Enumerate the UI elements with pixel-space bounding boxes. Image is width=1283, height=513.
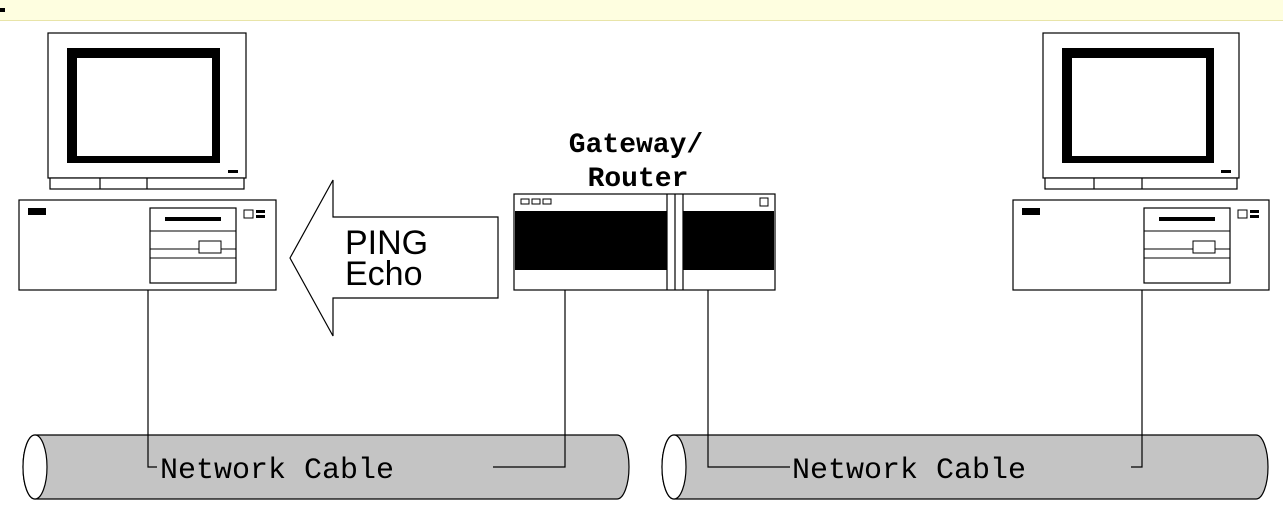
left-computer xyxy=(18,32,277,291)
gateway-label-line1: Gateway/ xyxy=(569,130,703,161)
right-pc-case xyxy=(1012,199,1270,291)
left-arrow-icon xyxy=(289,179,499,337)
wire-right-pc xyxy=(1131,290,1143,468)
right-computer xyxy=(1012,32,1270,291)
top-banner xyxy=(0,0,1283,21)
wire-gateway-left xyxy=(493,290,566,468)
ping-echo-arrow: PING Echo xyxy=(289,179,499,337)
gateway-label-line2: Router xyxy=(588,164,689,195)
wire-left-pc xyxy=(147,290,157,468)
gateway-router: Gateway/ Router xyxy=(513,130,776,291)
left-monitor xyxy=(47,32,247,190)
connection-wires xyxy=(147,290,1143,468)
arrow-label-line1: PING xyxy=(345,224,428,262)
right-monitor xyxy=(1042,32,1240,190)
network-cable-left: Network Cable xyxy=(22,434,630,500)
cable-left-label: Network Cable xyxy=(160,454,394,488)
arrow-label-line2: Echo xyxy=(345,255,423,293)
banner-marker xyxy=(0,8,5,12)
cable-right-label: Network Cable xyxy=(792,454,1026,488)
left-pc-case xyxy=(18,199,277,291)
network-cable-right: Network Cable xyxy=(661,434,1269,500)
wire-gateway-right xyxy=(707,290,790,468)
